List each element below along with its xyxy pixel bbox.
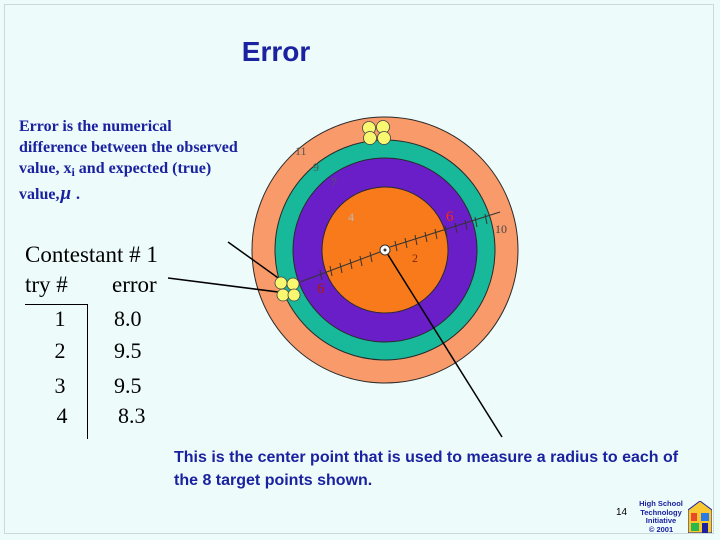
- table-row-4-error: 8.3: [118, 403, 146, 428]
- left-point-cluster: [274, 276, 301, 302]
- ruler-upper: [389, 211, 501, 252]
- slide-title: Error: [241, 36, 311, 67]
- ring-label-7: 7: [331, 175, 337, 189]
- column-header-error: error: [112, 272, 157, 297]
- logo-line-4: © 2001: [648, 524, 674, 534]
- center-pointer-line: [384, 249, 503, 438]
- ring-label-10: 10: [495, 222, 507, 236]
- definition-line-4-prefix: value,: [19, 186, 60, 203]
- definition-line-3-prefix: value, x: [19, 160, 72, 177]
- ring-label-2: 2: [412, 251, 418, 265]
- table-title: Contestant # 1: [25, 242, 158, 267]
- definition-line-4-suffix: .: [72, 186, 81, 203]
- column-header-try: try #: [25, 272, 68, 297]
- definition-line-4: value,μ .: [19, 183, 289, 205]
- point-label-6-left: 6: [317, 281, 325, 297]
- hsti-logo: High School Technology Initiative © 2001: [634, 499, 714, 537]
- definition-line-3-suffix: and expected (true): [74, 160, 212, 177]
- ring-label-9: 9: [313, 160, 319, 174]
- logo-text: High School Technology Initiative © 2001: [634, 499, 688, 534]
- mu-symbol: μ: [60, 183, 72, 204]
- table-column-rule: [87, 304, 88, 439]
- error-definition: Error is the numerical difference betwee…: [19, 116, 289, 205]
- pointer-line-lower: [167, 277, 287, 294]
- table-row-1-try: 1: [54, 306, 66, 331]
- definition-line-2: difference between the observed: [19, 139, 238, 156]
- definition-line-1: Error is the numerical: [19, 118, 172, 135]
- logo-line-1: High School: [639, 499, 683, 508]
- table-row-2-try: 2: [54, 338, 66, 363]
- point-label-6-right: 6: [446, 209, 454, 225]
- center-dot: [383, 248, 387, 252]
- slide-frame: [4, 4, 714, 534]
- subscript-i: i: [71, 165, 75, 179]
- contestant-table: Contestant # 1 try # error 1 8.0 2 9.5 3…: [25, 242, 225, 442]
- table-row-2-error: 9.5: [114, 338, 142, 363]
- table-row-3-error: 9.5: [114, 373, 142, 398]
- definition-line-3: value, xi and expected (true): [19, 158, 289, 183]
- table-row-4-try: 4: [56, 403, 68, 428]
- table-row-1-error: 8.0: [114, 306, 142, 331]
- table-row-3-try: 3: [54, 373, 66, 398]
- hsti-house-icon: [688, 501, 712, 533]
- logo-line-2: Technology: [640, 507, 682, 517]
- page-number: 14: [616, 507, 628, 518]
- ring-label-11: 11: [295, 144, 307, 158]
- logo-line-3: Initiative: [645, 516, 677, 526]
- table-header-rule: [25, 304, 87, 305]
- upper-point-cluster: [362, 120, 391, 145]
- center-point-caption: This is the center point that is used to…: [174, 449, 679, 489]
- ruler-lower: [299, 251, 381, 283]
- ring-label-4: 4: [348, 210, 354, 224]
